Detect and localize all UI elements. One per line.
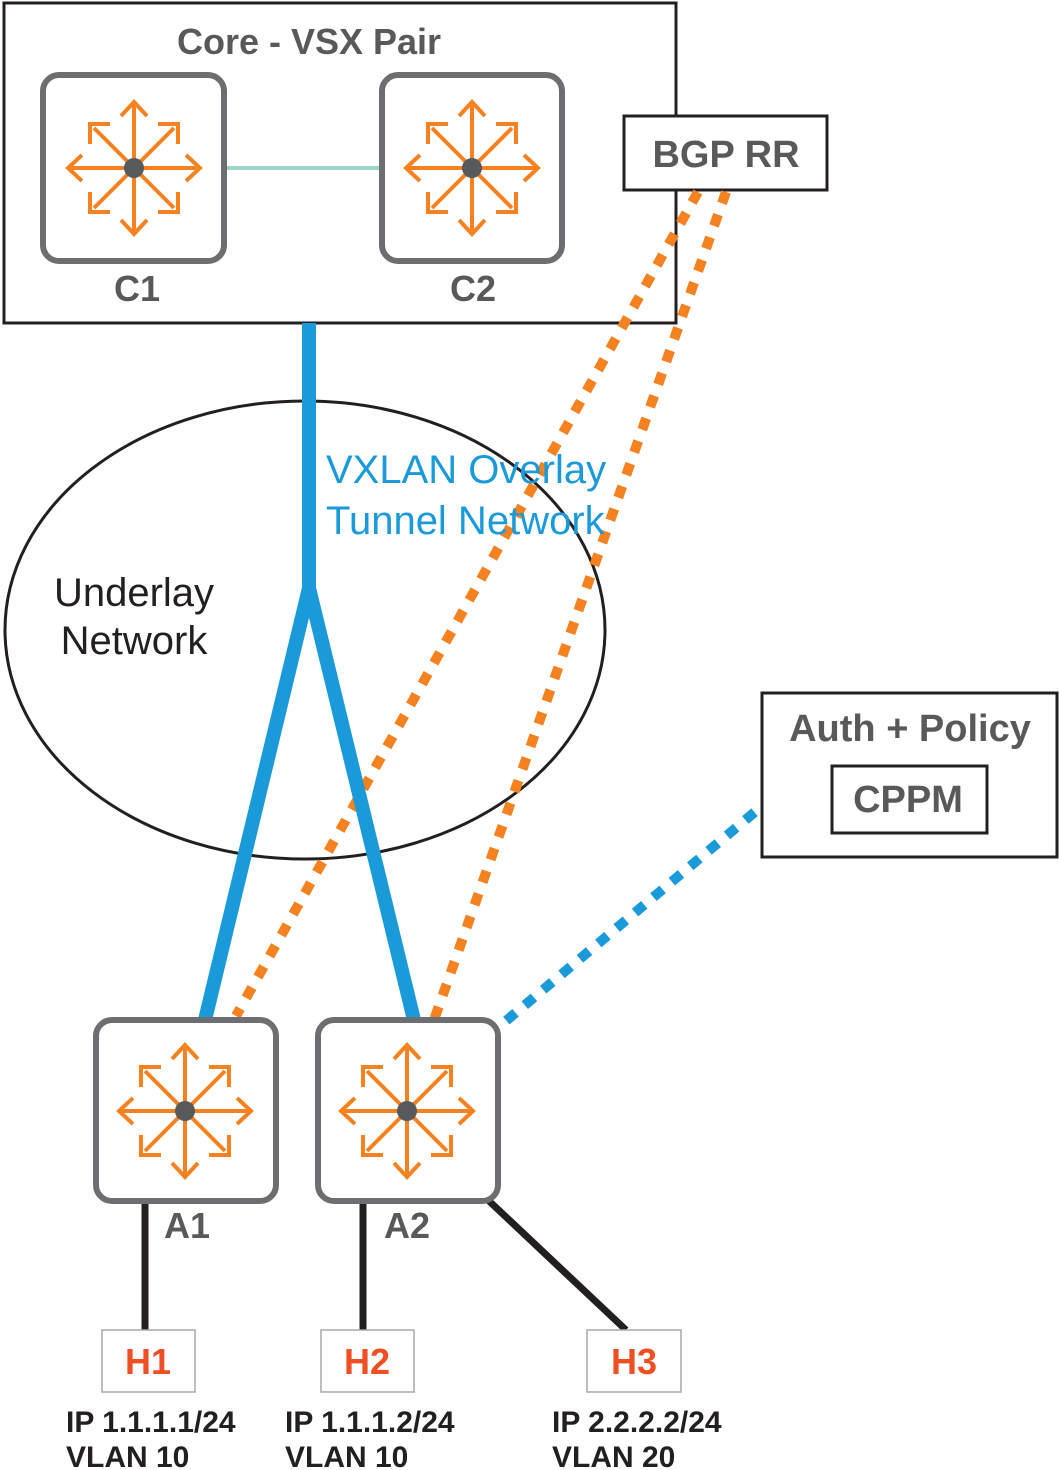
host-h2[interactable]: H2 (320, 1329, 415, 1393)
host-ip-h3: IP 2.2.2.2/24 (552, 1406, 722, 1439)
host-h3[interactable]: H3 (586, 1329, 682, 1393)
core-title: Core - VSX Pair (177, 21, 441, 62)
switch-label-a2: A2 (384, 1205, 430, 1246)
switch-label-c1: C1 (114, 268, 160, 309)
auth-policy-box[interactable]: Auth + Policy CPPM (760, 691, 1059, 859)
host-ip-h2: IP 1.1.1.2/24 (285, 1406, 455, 1439)
bgp-session-a2 (429, 190, 731, 1022)
host-vlan-h1: VLAN 10 (66, 1441, 189, 1470)
cppm-label: CPPM (853, 779, 963, 821)
host-vlan-h3: VLAN 20 (552, 1441, 675, 1470)
underlay-label-line1: Underlay (54, 571, 214, 615)
host-label-h1: H1 (125, 1341, 171, 1382)
host-ip-h1: IP 1.1.1.1/24 (66, 1406, 236, 1439)
access-switch-a1[interactable] (93, 1017, 279, 1204)
bgp-route-reflector[interactable]: BGP RR (622, 114, 829, 192)
core-switch-c2[interactable] (379, 72, 565, 264)
overlay-label-line2: Tunnel Network (326, 499, 606, 543)
vxlan-overlay-tunnels (198, 323, 421, 1022)
host-label-h2: H2 (344, 1341, 390, 1382)
cppm-box[interactable] (830, 764, 989, 835)
core-switch-c1[interactable] (40, 72, 227, 264)
switch-label-a1: A1 (164, 1205, 210, 1246)
cppm-link (484, 802, 766, 1040)
host-vlan-h2: VLAN 10 (285, 1441, 408, 1470)
host-links (141, 1197, 629, 1333)
host-label-h3: H3 (611, 1341, 657, 1382)
underlay-label-line2: Network (61, 619, 209, 663)
bgp-rr-label: BGP RR (652, 134, 799, 176)
host-h1[interactable]: H1 (101, 1329, 196, 1393)
switch-label-c2: C2 (450, 268, 496, 309)
access-switch-a2[interactable] (315, 1017, 501, 1204)
auth-policy-title: Auth + Policy (789, 708, 1031, 750)
overlay-label-line1: VXLAN Overlay (326, 448, 606, 492)
